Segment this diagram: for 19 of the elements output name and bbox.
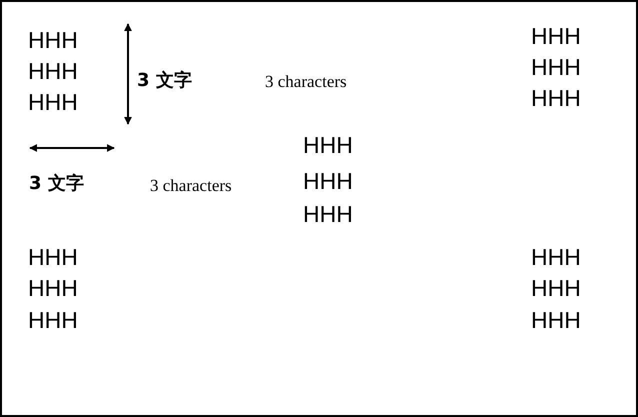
dimension-label: 3 characters [150, 175, 232, 197]
letter-row: HHH [28, 58, 78, 84]
letter-row: HHH [28, 27, 78, 53]
letter-row: HHH [28, 275, 78, 301]
letter-row: HHH [531, 54, 581, 80]
letter-row: HHH [531, 23, 581, 49]
letter-row: HHH [28, 244, 78, 270]
letter-row: HHH [531, 275, 581, 301]
letter-row: HHH [28, 307, 78, 333]
dimension-label: 3 文字 [137, 69, 192, 93]
letter-row: HHH [531, 85, 581, 111]
dimension-label: 3 文字 [29, 172, 84, 196]
letter-row: HHH [303, 201, 353, 227]
letter-row: HHH [303, 132, 353, 158]
letter-row: HHH [28, 89, 78, 115]
letter-row: HHH [531, 307, 581, 333]
dimension-label: 3 characters [265, 71, 347, 93]
letter-row: HHH [531, 244, 581, 270]
letter-row: HHH [303, 168, 353, 194]
